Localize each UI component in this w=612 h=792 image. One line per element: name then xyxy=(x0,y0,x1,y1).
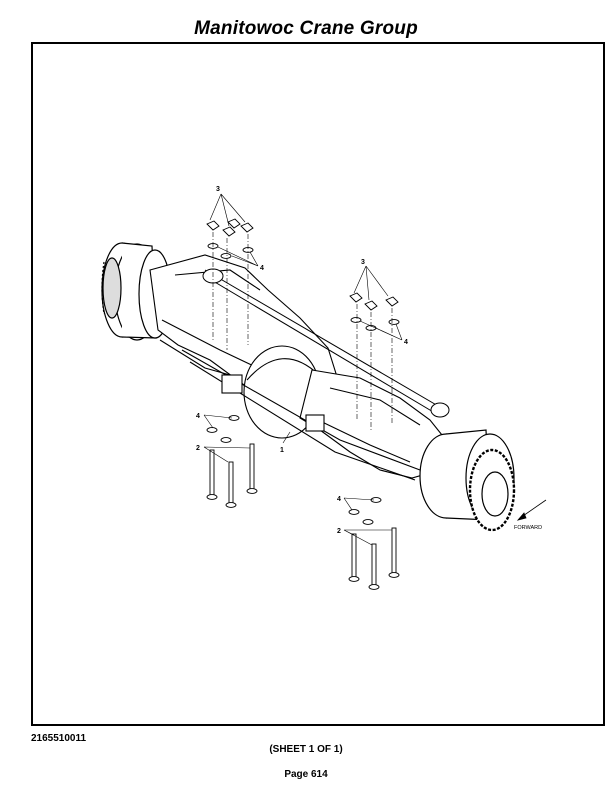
callout-2-lower-right: 2 xyxy=(337,528,341,535)
axle-housing xyxy=(149,254,451,481)
callout-3-upper-left: 3 xyxy=(216,186,220,193)
drawing-frame xyxy=(31,42,605,726)
callout-1: 1 xyxy=(280,447,284,454)
callout-leaders xyxy=(203,193,403,546)
upper-left-hardware xyxy=(206,218,254,350)
lower-right-bolts xyxy=(348,497,400,590)
axle-assembly-drawing: 3 4 3 4 4 2 1 4 2 FORWARD xyxy=(101,186,547,590)
document-number: 2165510011 xyxy=(31,733,87,744)
forward-arrow-icon xyxy=(516,499,547,521)
forward-label: FORWARD xyxy=(514,525,542,531)
sheet-label: (SHEET 1 OF 1) xyxy=(269,744,343,755)
callout-3-upper-right: 3 xyxy=(361,259,365,266)
callout-4-upper-left: 4 xyxy=(260,265,264,272)
lower-left-bolts xyxy=(206,415,258,508)
callout-4-lower-right: 4 xyxy=(337,496,341,503)
right-wheel-hub xyxy=(419,429,516,532)
upper-right-hardware xyxy=(349,292,400,430)
callout-4-upper-right: 4 xyxy=(404,339,408,346)
page-title: Manitowoc Crane Group xyxy=(194,18,418,39)
callout-2-lower-left: 2 xyxy=(196,445,200,452)
page-number: Page 614 xyxy=(284,769,328,780)
callout-4-lower-left: 4 xyxy=(196,413,200,420)
